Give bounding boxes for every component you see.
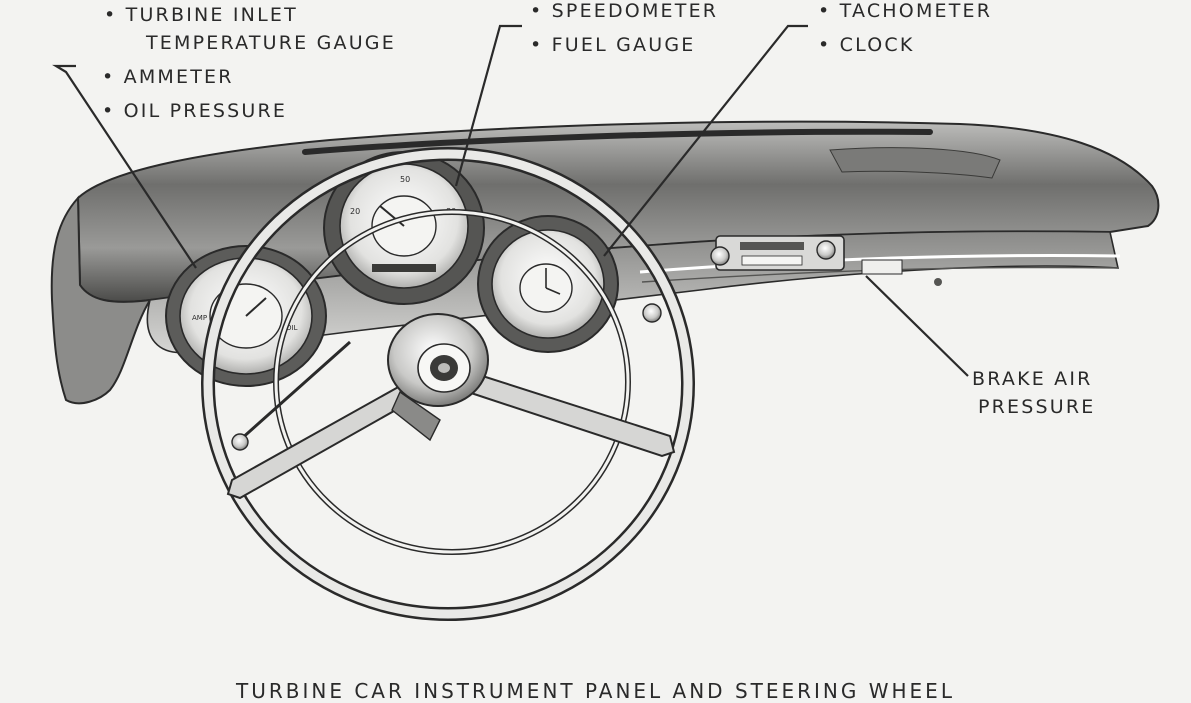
steering-wheel [201, 147, 695, 621]
leader-tachometer [603, 24, 808, 257]
label-speedometer: • SPEEDOMETER [530, 0, 719, 22]
leader-left-cluster [52, 64, 197, 269]
label-turbine-inlet: • TURBINE INLET [104, 4, 298, 26]
gauge-speedometer: 20 50 80 [323, 151, 485, 305]
label-brake-pressure: PRESSURE [978, 396, 1096, 418]
svg-text:20: 20 [350, 207, 360, 216]
svg-text:AMP: AMP [192, 314, 207, 322]
label-temperature-gauge: TEMPERATURE GAUGE [146, 32, 396, 54]
gauge-tachometer [477, 215, 619, 353]
callout-leaders [52, 24, 969, 377]
label-ammeter: • AMMETER [102, 66, 234, 88]
label-tachometer: • TACHOMETER [818, 0, 993, 22]
leader-brake-air [865, 275, 969, 377]
label-oil-pressure: • OIL PRESSURE [102, 100, 288, 122]
label-brake-air: BRAKE AIR [972, 368, 1093, 390]
svg-text:50: 50 [400, 175, 410, 184]
label-clock: • CLOCK [818, 34, 915, 56]
leader-speedometer [454, 24, 522, 187]
svg-text:OIL: OIL [286, 324, 298, 332]
label-fuel-gauge: • FUEL GAUGE [530, 34, 696, 56]
figure-caption: TURBINE CAR INSTRUMENT PANEL AND STEERIN… [236, 679, 955, 703]
